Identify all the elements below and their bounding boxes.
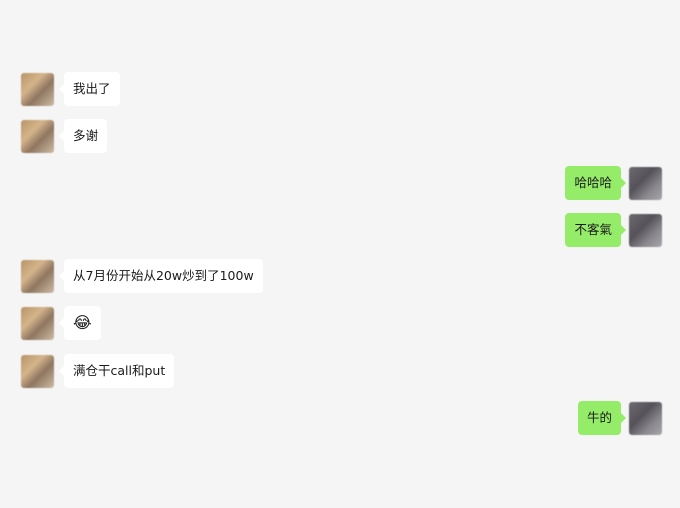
message-sent: 不客氣 [565,213,662,247]
contact-avatar[interactable] [21,306,54,340]
message-received: 😂 [21,306,101,340]
message-bubble[interactable]: 从7月份开始从20w炒到了100w [59,259,263,293]
message-bubble[interactable]: 我出了 [59,72,120,106]
message-received: 我出了 [21,72,120,106]
emoji-tears-of-joy-icon[interactable]: 😂 [59,306,101,340]
message-received: 多谢 [21,119,108,153]
message-bubble[interactable]: 多谢 [58,119,108,153]
self-avatar[interactable] [629,166,662,200]
message-received: 满仓干call和put [21,354,175,388]
contact-avatar[interactable] [21,119,54,153]
contact-avatar[interactable] [21,354,54,388]
message-sent: 牛的 [577,401,662,435]
contact-avatar[interactable] [21,72,54,106]
message-bubble[interactable]: 哈哈哈 [565,166,626,200]
self-avatar[interactable] [629,401,662,435]
contact-avatar[interactable] [21,259,54,293]
message-bubble[interactable]: 不客氣 [565,213,626,247]
message-bubble[interactable]: 牛的 [577,401,627,435]
message-sent: 哈哈哈 [565,166,662,200]
message-received: 从7月份开始从20w炒到了100w [21,259,263,293]
self-avatar[interactable] [629,213,662,247]
message-bubble[interactable]: 满仓干call和put [58,354,175,388]
